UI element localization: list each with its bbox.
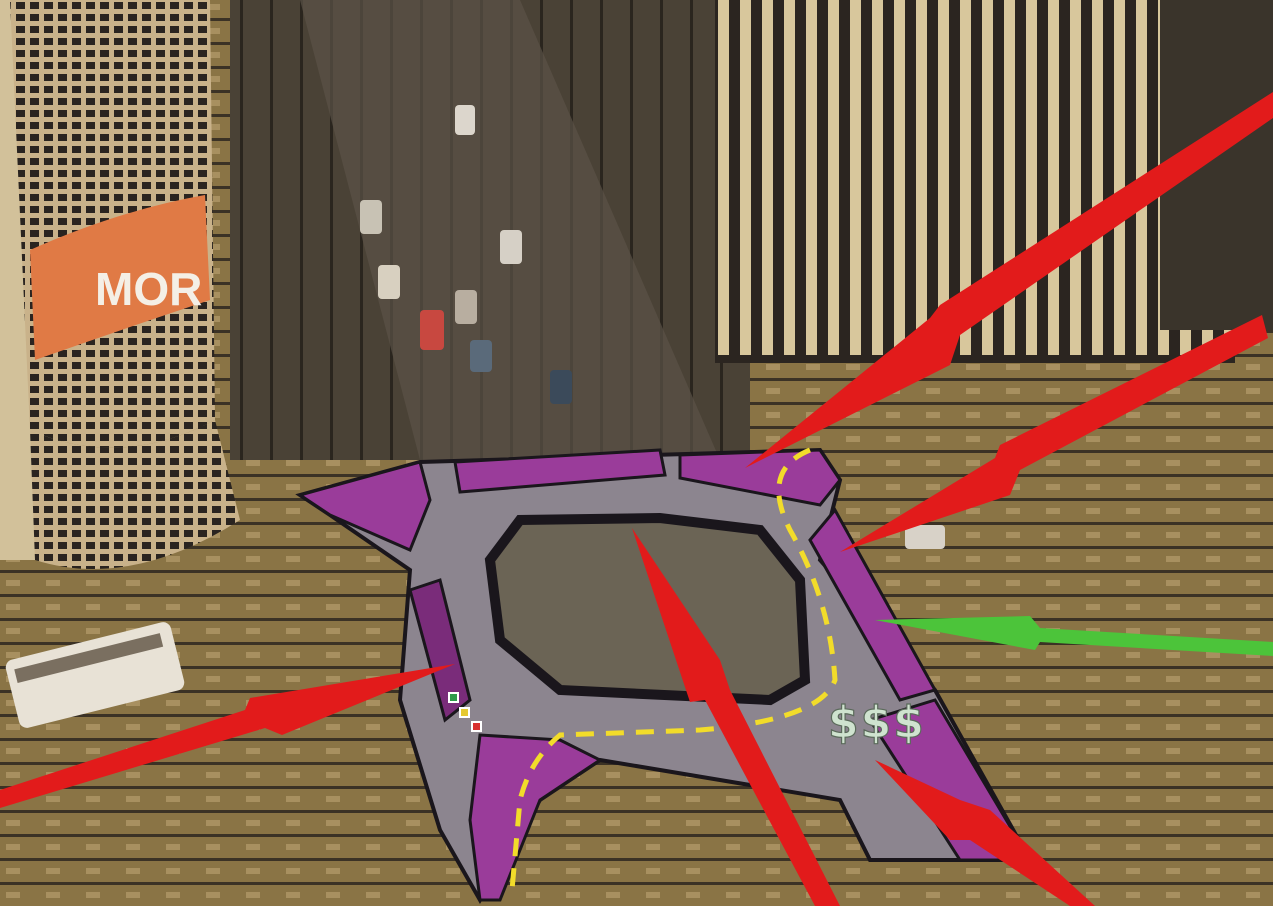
arrows [0, 92, 1273, 906]
arrow-center [632, 528, 840, 906]
bus [5, 622, 185, 728]
cars [360, 105, 945, 549]
arrow-top-right [745, 92, 1273, 468]
marker-squares [448, 692, 482, 732]
money-icon: $$$ [828, 697, 926, 748]
billboard-text: MOR [95, 263, 202, 315]
round-tower: MOR [0, 0, 240, 569]
arrow-right-green [875, 616, 1273, 656]
billboard-icon [30, 195, 210, 360]
arrow-right-upper [840, 315, 1268, 552]
arrow-left [0, 664, 455, 808]
arrow-bottom-right [875, 760, 1095, 906]
